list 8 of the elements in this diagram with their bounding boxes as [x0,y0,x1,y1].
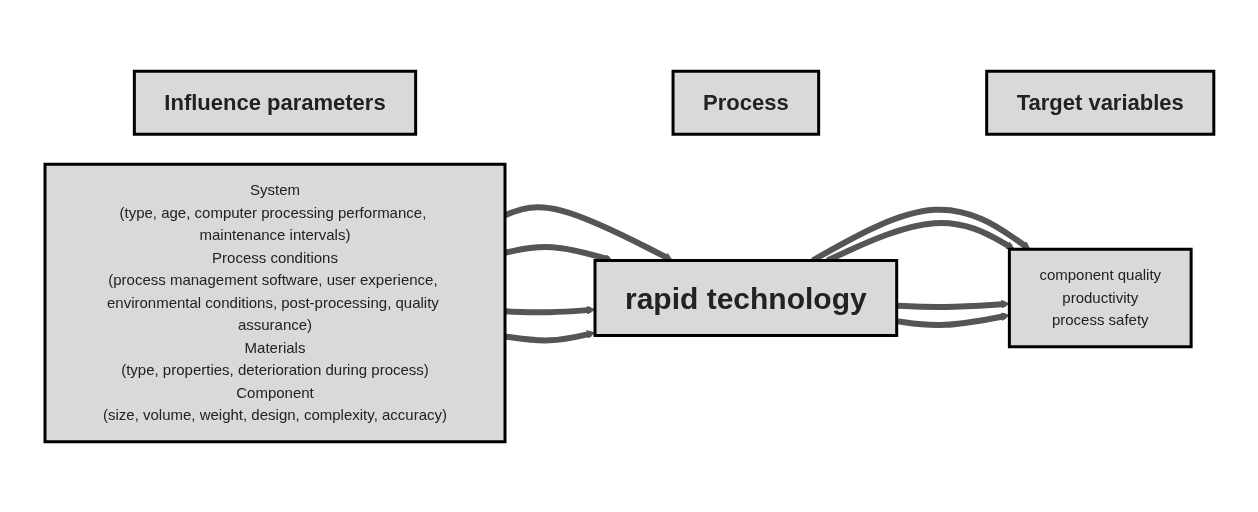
node-box: component quality productivity process safety [1007,247,1193,348]
node-box: rapid technology [593,258,898,337]
arrow [504,329,595,343]
node-box: System (type, age, computer processing performance, maintenance intervals) Process conditions (process management software, user experience, environmental conditions, post-processing, quality assurance) Materials (type, properties, deterioration during process) Component (size, volume, weight, design, complexity, accuracy) [43,162,507,443]
node-box: Influence parameters [132,69,417,136]
arrow [504,305,595,315]
node-box: Process [671,69,820,136]
node-box: Target variables [984,69,1215,136]
